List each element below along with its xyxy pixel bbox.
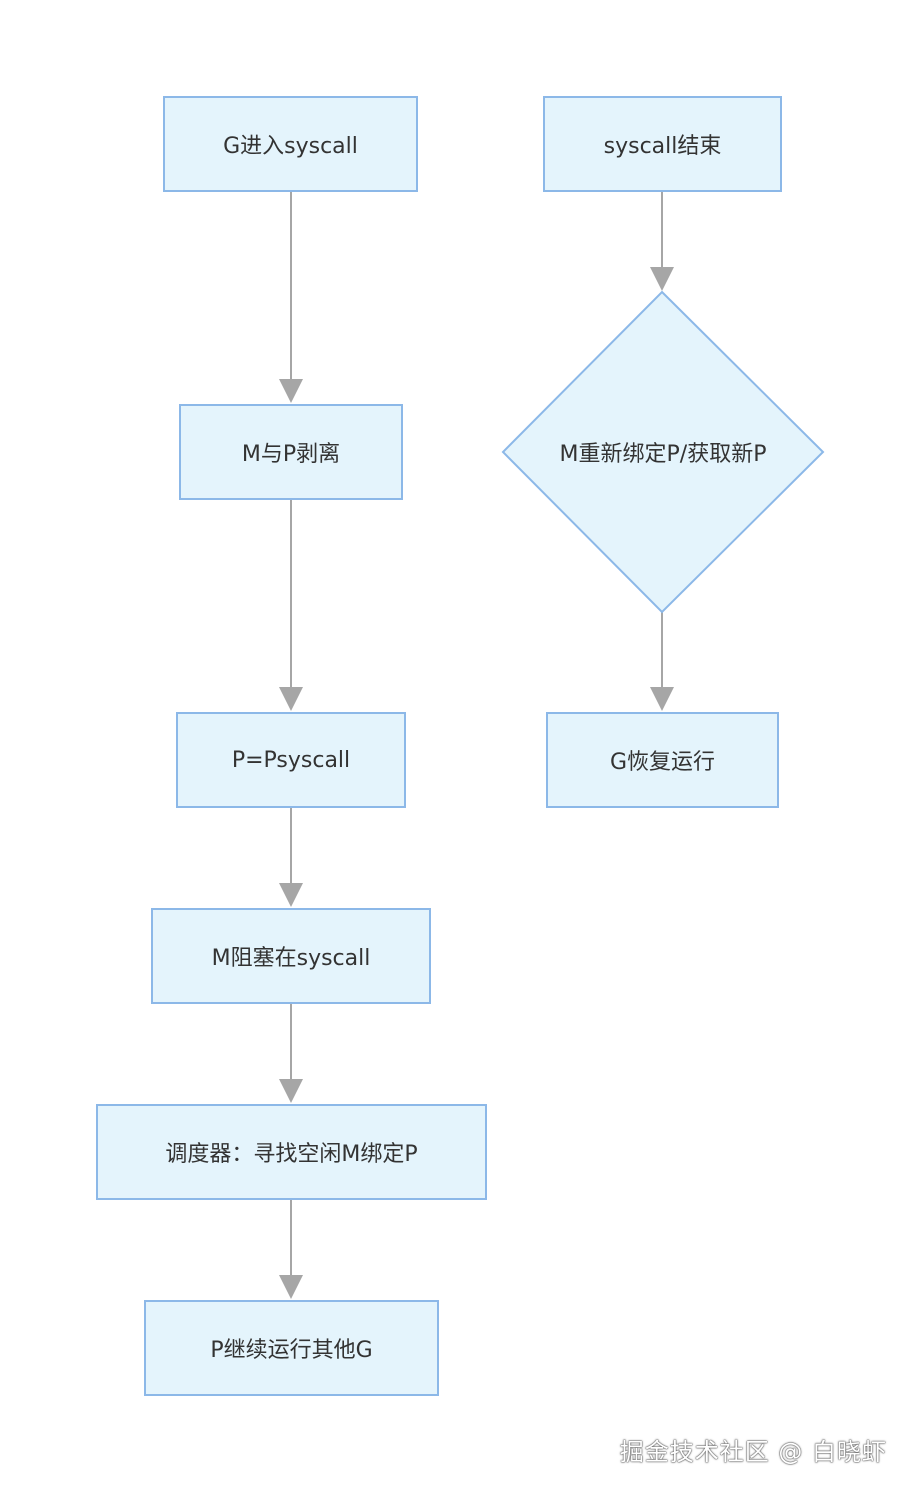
node-p-psyscall-label: P=Psyscall [231,747,351,773]
node-g-resume-label: G恢复运行 [609,750,716,775]
node-syscall-end-label: syscall结束 [603,134,722,159]
node-p-continue-other-g-label: P继续运行其他G [210,1338,373,1363]
node-g-enter-syscall-label: G进入syscall [223,134,358,159]
watermark: 掘金技术社区 @ 白晓虾 [619,1438,887,1466]
decision-diamond [501,290,825,614]
node-m-block-syscall: M阻塞在syscall [151,908,431,1004]
node-m-rebind-p: M重新绑定P/获取新P [503,412,823,492]
node-scheduler-find-m: 调度器：寻找空闲M绑定P [96,1104,487,1200]
node-p-psyscall: P=Psyscall [176,712,406,808]
node-p-continue-other-g: P继续运行其他G [144,1300,439,1396]
node-m-rebind-p-label: M重新绑定P/获取新P [559,442,767,467]
node-m-detach-p-label: M与P剥离 [241,442,341,467]
node-m-detach-p: M与P剥离 [179,404,403,500]
node-m-block-syscall-label: M阻塞在syscall [211,946,371,971]
node-scheduler-find-m-label: 调度器：寻找空闲M绑定P [165,1142,418,1167]
node-g-resume: G恢复运行 [546,712,779,808]
node-syscall-end: syscall结束 [543,96,782,192]
node-g-enter-syscall: G进入syscall [163,96,418,192]
